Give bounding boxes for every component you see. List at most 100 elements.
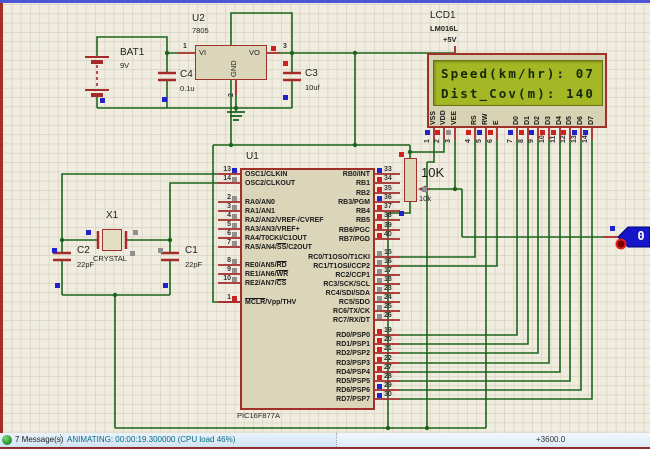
logic-state-marker [377, 296, 382, 301]
logic-probe-value: 0 [637, 229, 645, 243]
lcd-pin-number: 1 [424, 139, 431, 143]
regulator-pin-gnd: GND [229, 60, 238, 77]
logic-state-marker [377, 196, 382, 201]
mcu-pin-label: RA0/AN0 [245, 199, 275, 206]
logic-state-marker [610, 226, 615, 231]
lcd-pin-label: D0 [513, 116, 520, 125]
regulator-pin-number-2: 2 [228, 93, 235, 97]
mcu-pin-number: 29 [384, 382, 392, 389]
logic-state-marker [399, 211, 404, 216]
mcu-pin-number: 30 [384, 391, 392, 398]
logic-state-marker [133, 230, 138, 235]
logic-state-marker [130, 251, 135, 256]
mcu-pin-label: RD0/PSP0 [336, 332, 370, 339]
lcd-line2: Dist_Cov(m): 140 [441, 86, 596, 101]
mcu-pin-label: RC4/SDI/SDA [325, 290, 370, 297]
mcu-pin-label: RB5 [355, 217, 370, 224]
logic-state-marker [232, 214, 237, 219]
crystal-ref: X1 [106, 210, 119, 221]
lcd-pin-label: D7 [588, 116, 595, 125]
logic-state-marker [377, 278, 382, 283]
mcu-pin-number: 35 [384, 185, 392, 192]
mcu-pin-number: 8 [227, 257, 231, 264]
lcd-pin-number: 13 [571, 135, 578, 143]
logic-state-marker [488, 130, 493, 135]
mcu-pin-label: RB6/PGC [338, 227, 370, 234]
mcu-pin-label: RD5/PSP5 [336, 378, 370, 385]
status-message-count[interactable]: 7 Message(s) [15, 435, 64, 444]
logic-state-marker [232, 277, 237, 282]
logic-state-marker [283, 61, 288, 66]
logic-state-marker [551, 130, 556, 135]
mcu-pin-number: 6 [227, 230, 231, 237]
mcu-pin-number: 10 [223, 275, 231, 282]
edit-window-border [0, 3, 3, 433]
mcu-pin-label: RC3/SCK/SCL [323, 281, 370, 288]
mcu-pin-label: RC2/CCP1 [335, 272, 370, 279]
mcu-pin-number: 14 [223, 175, 231, 182]
lcd-pin-label: D4 [556, 116, 563, 125]
lcd-pin-label: RS [471, 115, 478, 125]
logic-state-marker [508, 130, 513, 135]
lcd-ref: LCD1 [430, 10, 456, 21]
logic-state-marker [377, 214, 382, 219]
logic-state-marker [377, 177, 382, 182]
regulator-ref: U2 [192, 13, 205, 24]
regulator-7805-body[interactable] [195, 45, 267, 80]
lcd-pin-label: E [493, 120, 500, 125]
mcu-pin-number: 9 [227, 266, 231, 273]
logic-state-marker [377, 305, 382, 310]
mcu-pin-number: 17 [384, 267, 392, 274]
logic-state-marker [377, 393, 382, 398]
logic-state-marker [377, 329, 382, 334]
mcu-ref: U1 [246, 151, 259, 162]
mcu-pin-number: 19 [384, 327, 392, 334]
mcu-pin-label: OSC1/CLKIN [245, 171, 288, 178]
logic-state-marker [100, 98, 105, 103]
logic-state-marker [377, 338, 382, 343]
mcu-pin-label: RC1/T1OSI/CCP2 [313, 263, 370, 270]
mcu-pic16f877a-body[interactable] [240, 168, 375, 410]
logic-state-marker [232, 168, 237, 173]
mcu-pin-label: RB1 [355, 180, 370, 187]
lcd-pin-label: D3 [545, 116, 552, 125]
mcu-pin-label: RC0/T1OSO/T1CKI [308, 254, 370, 261]
c1-value: 22pF [185, 260, 203, 269]
logic-state-marker [232, 259, 237, 264]
potentiometer-body[interactable] [404, 158, 417, 202]
c2-ref: C2 [77, 245, 90, 256]
power-terminal-label: +5V [443, 35, 457, 44]
logic-state-marker [446, 130, 451, 135]
logic-state-marker [377, 357, 382, 362]
lcd-pin-number: 3 [445, 139, 452, 143]
c2-value: 22pF [77, 260, 95, 269]
logic-state-marker [377, 375, 382, 380]
logic-state-marker [163, 283, 168, 288]
crystal-body[interactable] [102, 229, 122, 251]
status-bar: 7 Message(s) ANIMATING: 00:00:19.300000 … [0, 433, 650, 447]
regulator-pin-number-3: 3 [283, 43, 287, 50]
mcu-pin-label: RD2/PSP2 [336, 350, 370, 357]
lcd-pin-label: VEE [451, 110, 458, 125]
status-separator [60, 434, 61, 446]
mcu-pin-number: 4 [227, 212, 231, 219]
logic-state-marker [466, 130, 471, 135]
lcd-pin-label: D1 [524, 116, 531, 125]
mcu-pin-number: 38 [384, 212, 392, 219]
logic-state-marker [86, 230, 91, 235]
logic-state-marker [377, 347, 382, 352]
lcd-part: LM016L [430, 24, 458, 33]
mcu-pin-number: 39 [384, 222, 392, 229]
lcd-pin-number: 6 [487, 139, 494, 143]
status-animating-text: ANIMATING: 00:00:19.300000 (CPU load 46%… [67, 435, 236, 444]
mcu-pin-number: 20 [384, 336, 392, 343]
mcu-pin-number: 21 [384, 345, 392, 352]
mcu-pin-label: RB3/PGM [338, 199, 370, 206]
lcd-pin-number: 11 [550, 135, 557, 143]
mcu-pin-number: 2 [227, 194, 231, 201]
logic-state-marker [377, 187, 382, 192]
logic-state-marker [52, 248, 57, 253]
battery-ref: BAT1 [120, 47, 145, 58]
mcu-pin-number: 28 [384, 373, 392, 380]
c4-value: 0.1u [180, 84, 195, 93]
